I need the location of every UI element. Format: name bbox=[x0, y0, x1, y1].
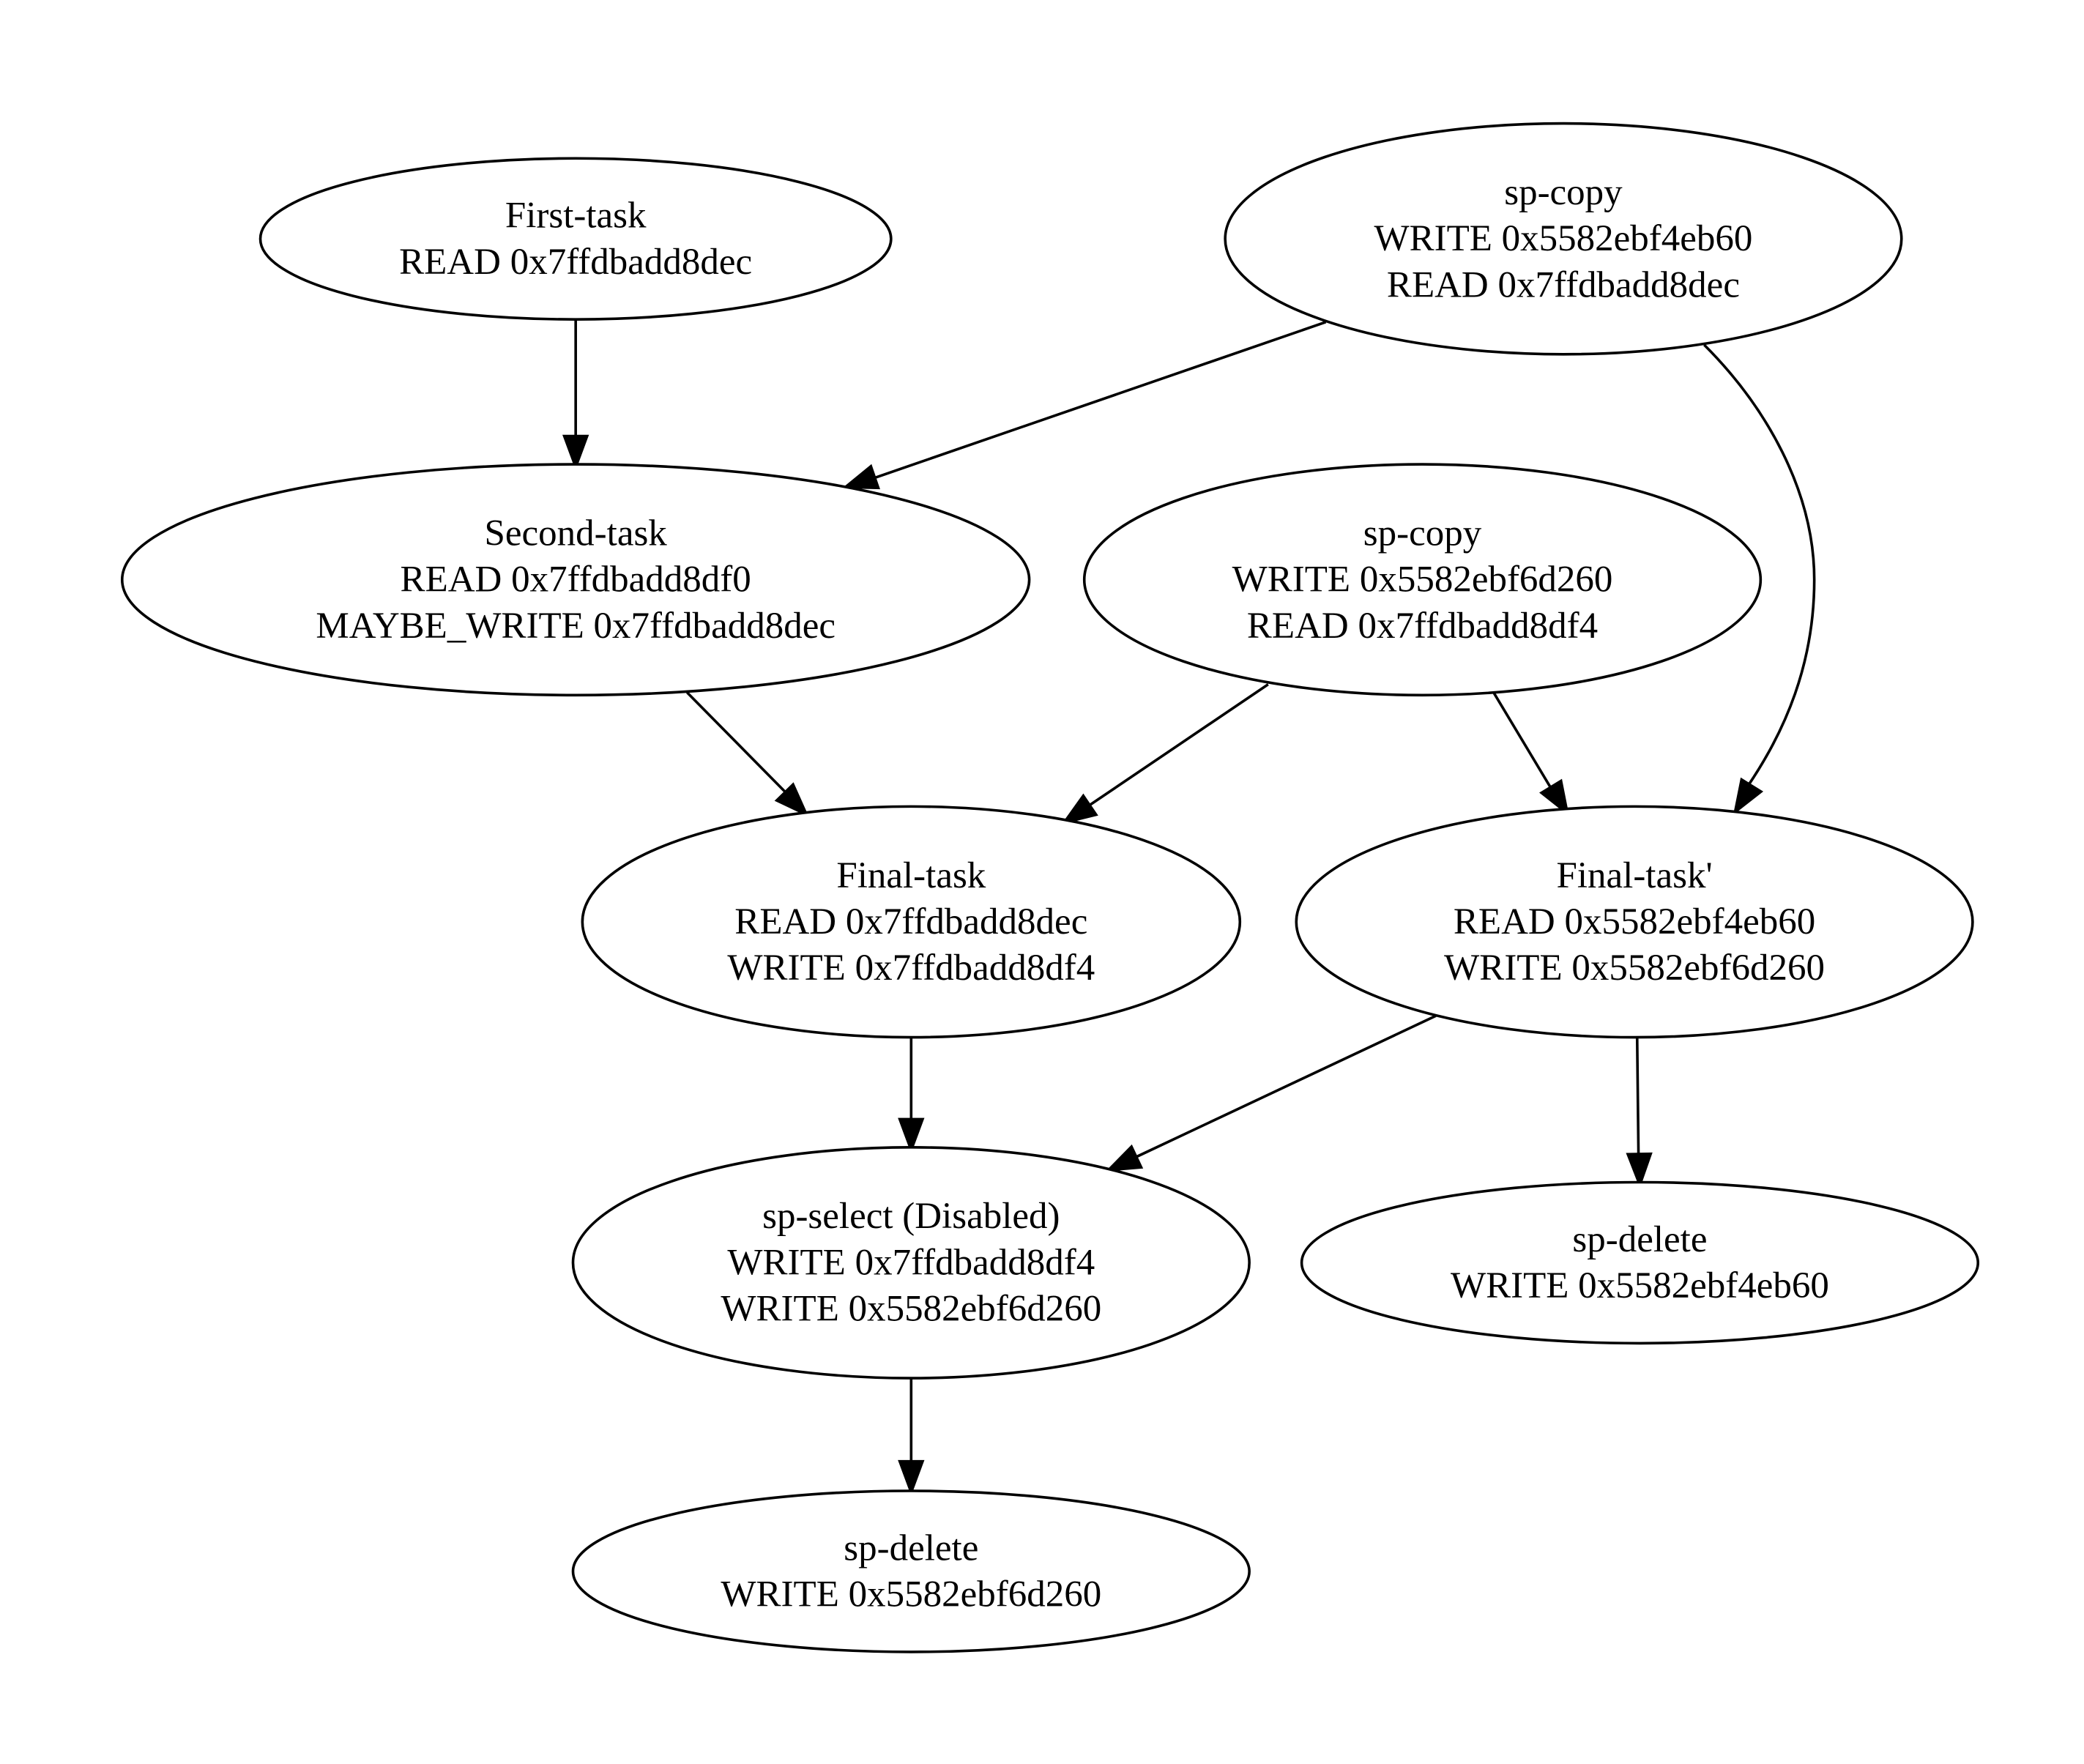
node-ellipse bbox=[571, 1146, 1251, 1380]
node-title: sp-delete bbox=[844, 1527, 978, 1568]
node-access-line: WRITE 0x7ffdbadd8df4 bbox=[727, 1242, 1095, 1283]
edge-arrowhead bbox=[1060, 793, 1098, 825]
node-ellipse bbox=[120, 463, 1031, 697]
edge-line bbox=[686, 691, 786, 793]
node-title: Final-task bbox=[836, 855, 986, 896]
node-ellipse bbox=[1300, 1180, 1980, 1345]
node-title: sp-delete bbox=[1572, 1219, 1707, 1260]
edge-arrowhead bbox=[562, 434, 589, 471]
node-title: Second-task bbox=[485, 513, 668, 554]
edge-line bbox=[1703, 343, 1816, 786]
edge-arrowhead bbox=[1733, 777, 1764, 816]
node-access-line: READ 0x7ffdbadd8dec bbox=[734, 901, 1087, 942]
node-access-line: READ 0x7ffdbadd8df4 bbox=[1247, 606, 1598, 647]
node-access-line: READ 0x7ffdbadd8dec bbox=[1387, 264, 1740, 305]
node-title: sp-copy bbox=[1504, 172, 1623, 213]
edge-final-task-prime-to-sp-delete-1 bbox=[1626, 1037, 1653, 1189]
edge-sp-copy-1-to-second-task bbox=[841, 321, 1327, 490]
edge-sp-copy-2-to-final-task bbox=[1060, 683, 1269, 825]
node-access-line: WRITE 0x5582ebf4eb60 bbox=[1451, 1265, 1829, 1306]
node-title: Final-task' bbox=[1556, 855, 1712, 896]
node-access-line: WRITE 0x5582ebf6d260 bbox=[721, 1289, 1101, 1330]
node-access-line: MAYBE_WRITE 0x7ffdbadd8dec bbox=[316, 606, 836, 647]
node-title: sp-select (Disabled) bbox=[762, 1196, 1060, 1237]
node-sp-select: sp-select (Disabled) WRITE 0x7ffdbadd8df4… bbox=[571, 1146, 1251, 1380]
edge-final-task-prime-to-sp-select bbox=[1105, 1014, 1437, 1172]
node-access-line: WRITE 0x5582ebf6d260 bbox=[721, 1574, 1101, 1615]
node-ellipse bbox=[1082, 463, 1763, 697]
edge-line bbox=[874, 321, 1327, 480]
edge-line bbox=[1492, 691, 1552, 787]
node-title: First-task bbox=[505, 196, 647, 237]
edge-line bbox=[1635, 1037, 1640, 1155]
edge-arrowhead bbox=[898, 1459, 925, 1497]
node-access-line: READ 0x7ffdbadd8df0 bbox=[401, 559, 751, 600]
edge-arrowhead bbox=[774, 782, 810, 818]
edge-final-task-to-sp-select bbox=[898, 1037, 925, 1154]
node-access-line: READ 0x5582ebf4eb60 bbox=[1454, 901, 1815, 942]
node-access-line: WRITE 0x5582ebf4eb60 bbox=[1374, 218, 1752, 259]
node-ellipse bbox=[571, 1489, 1251, 1653]
edge-line bbox=[1136, 1014, 1437, 1158]
edge-sp-copy-1-to-final-task-prime bbox=[1703, 343, 1816, 816]
edge-second-task-to-final-task bbox=[686, 691, 810, 818]
node-access-line: WRITE 0x5582ebf6d260 bbox=[1232, 559, 1613, 600]
node-ellipse bbox=[1295, 805, 1974, 1039]
node-access-line: READ 0x7ffdbadd8dec bbox=[399, 242, 752, 283]
edge-sp-select-to-sp-delete-2 bbox=[898, 1378, 925, 1497]
edge-arrowhead bbox=[841, 464, 880, 490]
edge-line bbox=[1089, 683, 1269, 807]
node-ellipse bbox=[1224, 122, 1903, 356]
node-access-line: WRITE 0x7ffdbadd8df4 bbox=[727, 948, 1095, 989]
edge-arrowhead bbox=[1105, 1144, 1144, 1172]
node-ellipse bbox=[581, 805, 1242, 1039]
edge-arrowhead bbox=[898, 1117, 925, 1154]
edge-sp-copy-2-to-final-task-prime bbox=[1492, 691, 1570, 816]
edges-layer bbox=[562, 319, 1816, 1497]
node-access-line: WRITE 0x5582ebf6d260 bbox=[1444, 948, 1825, 989]
node-ellipse bbox=[258, 157, 893, 321]
edge-arrowhead bbox=[1539, 778, 1570, 816]
edge-first-task-to-second-task bbox=[562, 319, 589, 471]
edge-arrowhead bbox=[1626, 1152, 1653, 1189]
node-title: sp-copy bbox=[1363, 513, 1482, 554]
